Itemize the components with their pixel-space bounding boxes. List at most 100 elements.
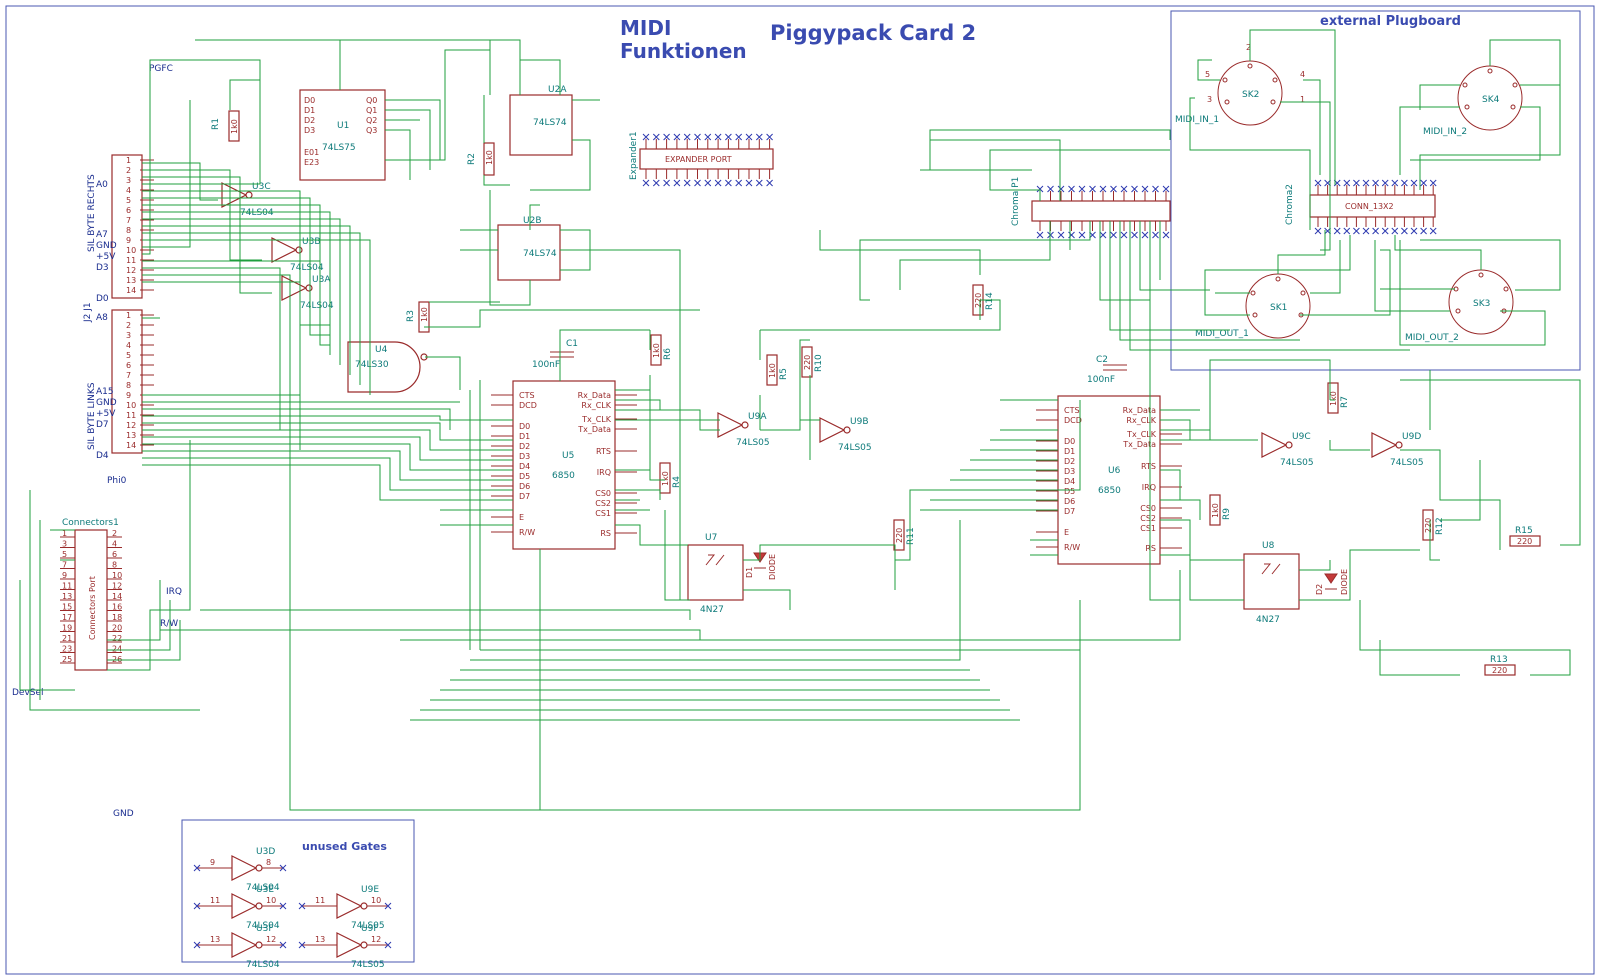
svg-text:U5: U5	[562, 451, 574, 461]
u2b-74ls74: U2B 74LS74	[497, 216, 561, 281]
sil-byte-links-header: SIL BYTE LINKS A8 A15 GND +5V D7 D4 1234…	[87, 309, 154, 461]
acia-pin-label: Rx_Data	[578, 391, 611, 400]
no-connect-mark	[652, 179, 660, 187]
svg-text:E01: E01	[304, 148, 319, 157]
title-card: Piggypack Card 2	[770, 21, 976, 45]
no-connect-mark	[1420, 227, 1427, 235]
no-connect-mark	[1057, 231, 1065, 239]
svg-text:4N27: 4N27	[1256, 615, 1280, 625]
svg-text:Connectors1: Connectors1	[62, 518, 119, 528]
no-connect-mark	[1110, 231, 1117, 239]
acia-pin-label: CTS	[519, 391, 535, 400]
header-pin-number: 1	[126, 156, 131, 165]
no-connect-mark	[1391, 179, 1399, 187]
resistor-ref: R4	[672, 476, 682, 488]
svg-text:D7: D7	[96, 420, 109, 430]
sil-links-label: SIL BYTE LINKS	[87, 382, 97, 450]
no-connect-mark	[1120, 231, 1128, 239]
svg-text:Q1: Q1	[366, 106, 377, 115]
svg-text:6850: 6850	[552, 471, 575, 481]
no-connect-mark	[1099, 231, 1107, 239]
gate-in-pin: 9	[210, 858, 215, 867]
no-connect-mark	[673, 179, 681, 187]
no-connect-mark	[1078, 231, 1086, 239]
gate-ref: U3E	[256, 885, 274, 895]
header-pin-number: 12	[126, 421, 136, 430]
acia-pin-label: D1	[1064, 447, 1075, 456]
net-phi0: Phi0	[107, 476, 127, 486]
no-connect-mark	[1362, 179, 1370, 187]
unused-gates-frame	[181, 819, 415, 963]
acia-pin-label: D3	[1064, 467, 1075, 476]
gate-type: 74LS05	[351, 960, 385, 970]
svg-text:4N27: 4N27	[700, 605, 724, 615]
net-devsel: DevSel	[12, 688, 44, 698]
sk3-ref: SK3	[1473, 299, 1490, 309]
no-connect-mark	[1162, 185, 1170, 193]
svg-text:DIODE: DIODE	[768, 554, 777, 580]
acia-pin-label: RTS	[1141, 462, 1156, 471]
inverter-ref: U3A	[312, 275, 331, 285]
header-pin-number: 14	[126, 441, 136, 450]
net-rw: R/W	[160, 619, 178, 629]
no-connect-mark	[735, 179, 743, 187]
header-pin-number: 11	[126, 411, 136, 420]
u7-4n27-opto: U7 4N27	[687, 533, 744, 615]
inverter-ref: U9D	[1402, 432, 1421, 442]
header-pin-number: 8	[126, 381, 131, 390]
acia-pin-label: CS0	[595, 489, 611, 498]
no-connect-mark	[1353, 227, 1360, 235]
resistor-value: 220	[803, 355, 812, 370]
acia-pin-label: CS2	[1140, 514, 1156, 523]
resistor-value: 1k0	[768, 363, 777, 378]
acia-pin-label: CS1	[1140, 524, 1156, 533]
no-connect-mark	[735, 133, 743, 141]
acia-pin-label: CS1	[595, 509, 611, 518]
resistor-ref: R7	[1340, 396, 1350, 408]
svg-text:6850: 6850	[1098, 486, 1121, 496]
inverter-ref: U3B	[302, 237, 321, 247]
svg-text:D1: D1	[304, 106, 315, 115]
svg-text:3: 3	[1207, 95, 1212, 104]
acia-pin-label: Rx_CLK	[1126, 416, 1156, 425]
no-connect-mark	[1401, 179, 1408, 187]
acia-pin-label: RS	[1145, 544, 1156, 553]
conn-pin-number: 2	[112, 529, 117, 538]
svg-text:Chroma2: Chroma2	[1285, 184, 1295, 225]
gate-ref: U3D	[256, 847, 275, 857]
acia-pin-label: IRQ	[597, 468, 611, 477]
gate-in-pin: 11	[210, 896, 220, 905]
u8-4n27-opto: U8 4N27	[1243, 541, 1300, 625]
svg-text:74LS74: 74LS74	[533, 118, 567, 128]
no-connect-mark	[704, 179, 712, 187]
conn-pin-number: 11	[62, 582, 72, 591]
u5-6850-acia: U5 6850 CTSDCDD0D1D2D3D4D5D6D7ER/WRx_Dat…	[491, 380, 637, 550]
acia-pin-label: R/W	[1064, 543, 1080, 552]
conn-pin-number: 4	[112, 540, 117, 549]
conn-pin-number: 3	[62, 540, 67, 549]
svg-text:4: 4	[1300, 70, 1305, 79]
header-pin-number: 13	[126, 276, 136, 285]
conn-pin-number: 17	[62, 613, 72, 622]
gate-type: 74LS04	[246, 883, 280, 893]
no-connect-mark	[1362, 227, 1370, 235]
header-pin-number: 4	[126, 341, 131, 350]
chroma2-connector: CONN_13X2 Chroma2	[1285, 179, 1437, 235]
u4-74ls30: U4 74LS30	[347, 341, 428, 393]
resistor-value: 220	[1424, 518, 1433, 533]
acia-pin-label: D4	[1064, 477, 1075, 486]
inverter-type: 74LS05	[838, 443, 872, 453]
conn-pin-number: 18	[112, 613, 122, 622]
no-connect-mark	[683, 133, 691, 141]
no-connect-mark	[1410, 227, 1418, 235]
no-connect-mark	[652, 133, 660, 141]
no-connect-mark	[683, 179, 691, 187]
